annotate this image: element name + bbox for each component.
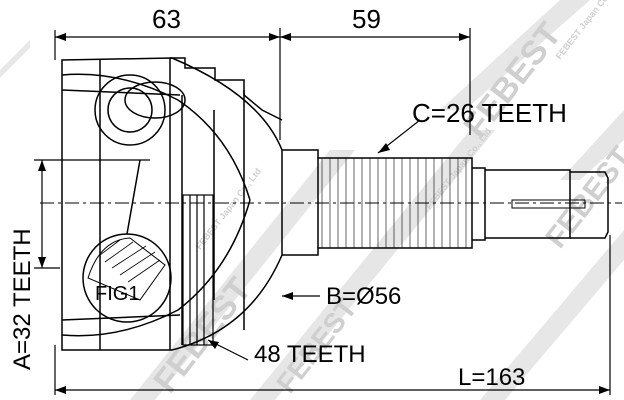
abs-ring-label: B=Ø56	[326, 283, 401, 310]
fig1-hatch	[99, 239, 161, 283]
total-length-dimension	[54, 235, 611, 395]
fig1-label: FIG1	[95, 283, 139, 305]
dimension-59: 59	[352, 4, 381, 34]
fig1-detail	[82, 159, 172, 323]
abs-ring	[182, 194, 214, 346]
stub-shaft	[282, 149, 609, 256]
abs-teeth-label: 48 TEETH	[254, 341, 366, 368]
total-length-label: L=163	[458, 364, 525, 391]
inner-spline-arrows	[38, 160, 46, 268]
dimension-63: 63	[152, 4, 181, 34]
outer-spline-label: C=26 TEETH	[412, 98, 567, 128]
spline-teeth	[321, 158, 467, 248]
total-length-arrows	[55, 386, 610, 394]
abs-teeth-arrow	[208, 340, 219, 349]
joint-housing	[61, 57, 283, 351]
outer-spline-arrow	[378, 143, 390, 153]
top-dimension-arrows	[55, 33, 470, 41]
watermark-brand-1: FEBEST	[146, 271, 259, 400]
abs-ring-arrow	[282, 292, 293, 300]
top-dimension	[54, 28, 471, 140]
inner-spline-label: A=32 TEETH	[9, 228, 36, 370]
inner-spline-dimension	[34, 159, 150, 269]
